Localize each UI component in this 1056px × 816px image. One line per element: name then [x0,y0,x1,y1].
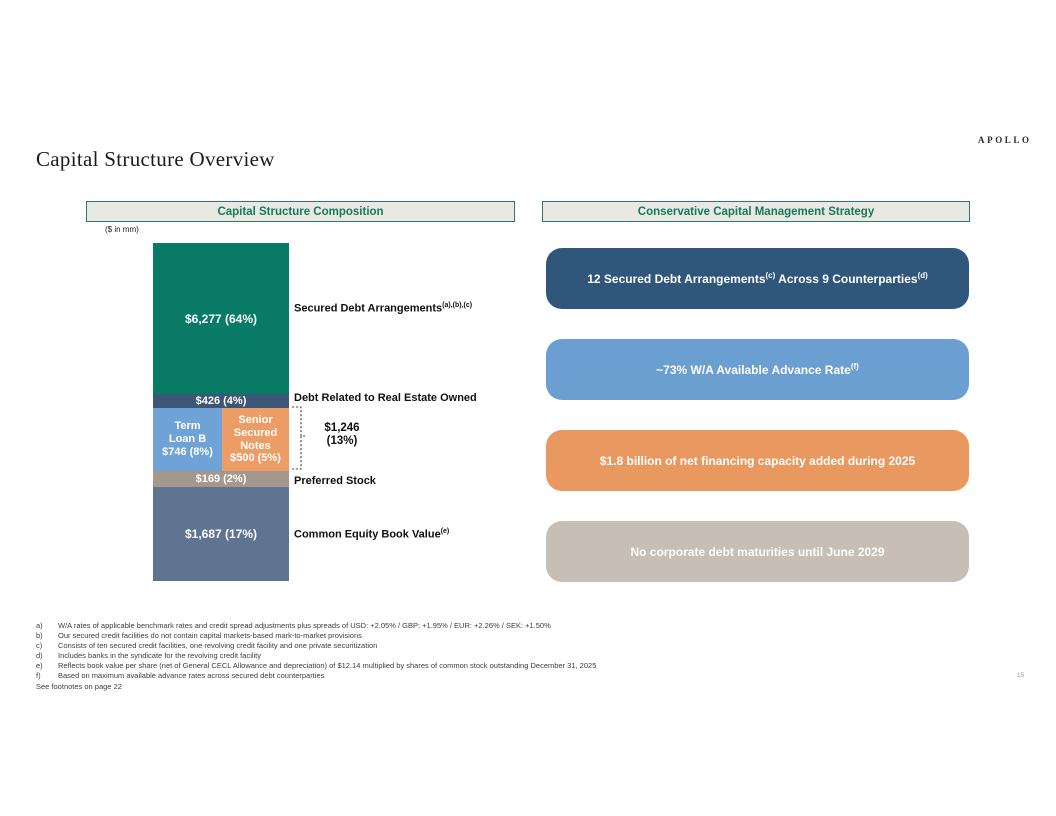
footnote-f: f) Based on maximum available advance ra… [36,671,596,681]
bar-segment-preferred-stock-value: $169 (2%) [195,473,247,485]
bar-segment-real-estate-debt-value: $426 (4%) [195,395,247,407]
label-common-equity-sup: (e) [440,528,450,535]
apollo-logo: APOLLO [978,135,1032,145]
bar-segment-term-loan-b: Term Loan B $746 (8%) [153,408,222,471]
label-common-equity-text: Common Equity Book Value [294,528,441,541]
footnote-d-marker: d) [36,651,43,660]
label-preferred-stock: Preferred Stock [294,475,376,487]
label-secured-text: Secured Debt Arrangements [294,302,443,315]
footnote-b-text: Our secured credit facilities do not con… [58,631,362,640]
strategy-box-secured-arrangements: 12 Secured Debt Arrangements(c) Across 9… [546,248,969,309]
footnote-f-marker: f) [36,671,41,680]
strategy-box-0-part2: Across 9 Counterparties [775,272,918,286]
label-secured-sup: (a),(b),(c) [442,302,473,309]
strategy-box-0-sup2: (d) [917,271,928,280]
strategy-box-2-text: $1.8 billion of net financing capacity a… [599,453,916,468]
strategy-box-financing-capacity: $1.8 billion of net financing capacity a… [546,430,969,491]
bracket-icon [292,406,307,470]
page-number: 15 [1017,672,1025,679]
label-real-estate-text: Debt Related to Real Estate Owned [294,392,477,404]
strategy-box-0-text: 12 Secured Debt Arrangements(c) Across 9… [587,271,928,286]
strategy-box-1-part1: ~73% W/A Available Advance Rate [656,363,851,377]
bar-segment-secured-debt: $6,277 (64%) [153,243,289,394]
right-section-header-label: Conservative Capital Management Strategy [637,205,875,218]
footnote-a-marker: a) [36,621,43,630]
bar-segment-real-estate-debt: $426 (4%) [153,394,289,408]
footnote-b: b) Our secured credit facilities do not … [36,631,596,641]
term-loan-b-value: $746 (8%) [162,445,213,458]
footnote-c: c) Consists of ten secured credit facili… [36,641,596,651]
bar-segment-split-row: Term Loan B $746 (8%) Senior Secured Not… [153,408,289,471]
term-loan-b-label: Term Loan B [168,420,207,446]
footnote-page-reference: See footnotes on page 22 [36,682,122,691]
left-section-header-label: Capital Structure Composition [217,205,384,218]
footnote-a: a) W/A rates of applicable benchmark rat… [36,621,596,631]
footnote-c-marker: c) [36,641,43,650]
label-common-equity-book-value: Common Equity Book Value(e) [294,528,449,541]
units-note: ($ in mm) [105,225,139,234]
footnote-d: d) Includes banks in the syndicate for t… [36,651,596,661]
strategy-box-3-text: No corporate debt maturities until June … [630,544,885,559]
footnote-c-text: Consists of ten secured credit facilitie… [58,641,378,650]
footnote-b-marker: b) [36,631,43,640]
strategy-box-0-sup1: (c) [765,271,776,280]
senior-secured-notes-value: $500 (5%) [230,452,281,465]
bracket-value: $1,246 [324,422,360,434]
left-section-header: Capital Structure Composition [86,201,515,222]
senior-secured-notes-label: Senior Secured Notes [233,413,278,452]
bar-segment-common-equity: $1,687 (17%) [153,487,289,581]
strategy-box-advance-rate: ~73% W/A Available Advance Rate(f) [546,339,969,400]
footnote-e-marker: e) [36,661,43,670]
bar-segment-common-equity-value: $1,687 (17%) [184,527,258,541]
footnote-d-text: Includes banks in the syndicate for the … [58,651,262,660]
footnote-a-text: W/A rates of applicable benchmark rates … [58,621,551,630]
bar-segment-secured-debt-value: $6,277 (64%) [184,311,258,326]
capital-structure-stacked-bar: $6,277 (64%) $426 (4%) Term Loan B $746 … [153,243,289,581]
bar-segment-preferred-stock: $169 (2%) [153,471,289,487]
footnote-e-text: Reflects book value per share (net of Ge… [58,661,597,670]
footnote-f-text: Based on maximum available advance rates… [58,671,325,680]
strategy-box-debt-maturities: No corporate debt maturities until June … [546,521,969,582]
bracket-value-label: $1,246 (13%) [309,422,375,448]
label-debt-real-estate-owned: Debt Related to Real Estate Owned [294,392,477,404]
footnote-e: e) Reflects book value per share (net of… [36,661,596,671]
page-title: Capital Structure Overview [36,147,275,171]
label-preferred-text: Preferred Stock [294,475,376,487]
bracket-pct: (13%) [326,435,358,448]
strategy-box-1-sup1: (f) [850,362,859,371]
label-secured-debt-arrangements: Secured Debt Arrangements(a),(b),(c) [294,302,472,315]
footnotes: a) W/A rates of applicable benchmark rat… [36,621,596,692]
right-section-header: Conservative Capital Management Strategy [542,201,970,222]
strategy-box-0-part1: 12 Secured Debt Arrangements [587,272,766,286]
bar-segment-senior-secured-notes: Senior Secured Notes $500 (5%) [222,408,289,471]
strategy-box-1-text: ~73% W/A Available Advance Rate(f) [656,362,859,377]
